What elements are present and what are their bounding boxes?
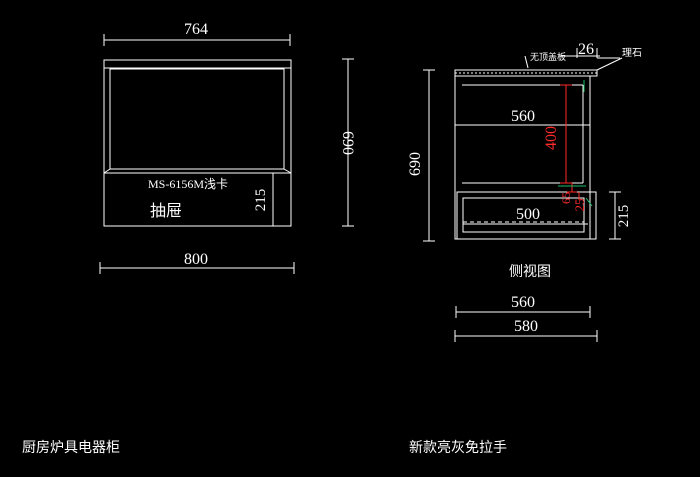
front-height-label: 690 xyxy=(339,131,356,155)
side-gap-b-label: 25 xyxy=(572,199,587,212)
side-stone-label: 理石 xyxy=(622,47,642,59)
side-green-accents xyxy=(558,80,593,207)
side-bottom-width-outer-label: 580 xyxy=(514,318,538,335)
front-drawer-height-label: 215 xyxy=(253,189,269,212)
side-red-dimensions xyxy=(560,84,580,200)
front-drawer-label: 抽屉 xyxy=(150,202,182,220)
side-drawer-depth-label: 500 xyxy=(516,206,540,223)
front-view xyxy=(99,34,354,274)
side-bottom-width-inner-label: 560 xyxy=(511,294,535,311)
side-cavity-height-label: 400 xyxy=(543,126,560,150)
side-top-annotation: 无顶盖板 xyxy=(530,51,566,62)
side-top-dim-label: 26 xyxy=(578,41,594,58)
caption-left: 厨房炉具电器柜 xyxy=(22,440,120,456)
side-drawer-height-label: 215 xyxy=(616,205,632,228)
side-inner-depth-label: 560 xyxy=(511,108,535,125)
side-height-label: 690 xyxy=(407,152,424,176)
front-model-label: MS-6156M浅卡 xyxy=(148,177,228,191)
side-view xyxy=(423,48,623,342)
front-top-width-label: 764 xyxy=(184,21,208,38)
side-view-title: 侧视图 xyxy=(509,263,551,279)
caption-right: 新款亮灰免拉手 xyxy=(409,440,507,456)
side-gap-a-label: 65 xyxy=(559,192,573,204)
front-bottom-width-label: 800 xyxy=(184,251,208,268)
